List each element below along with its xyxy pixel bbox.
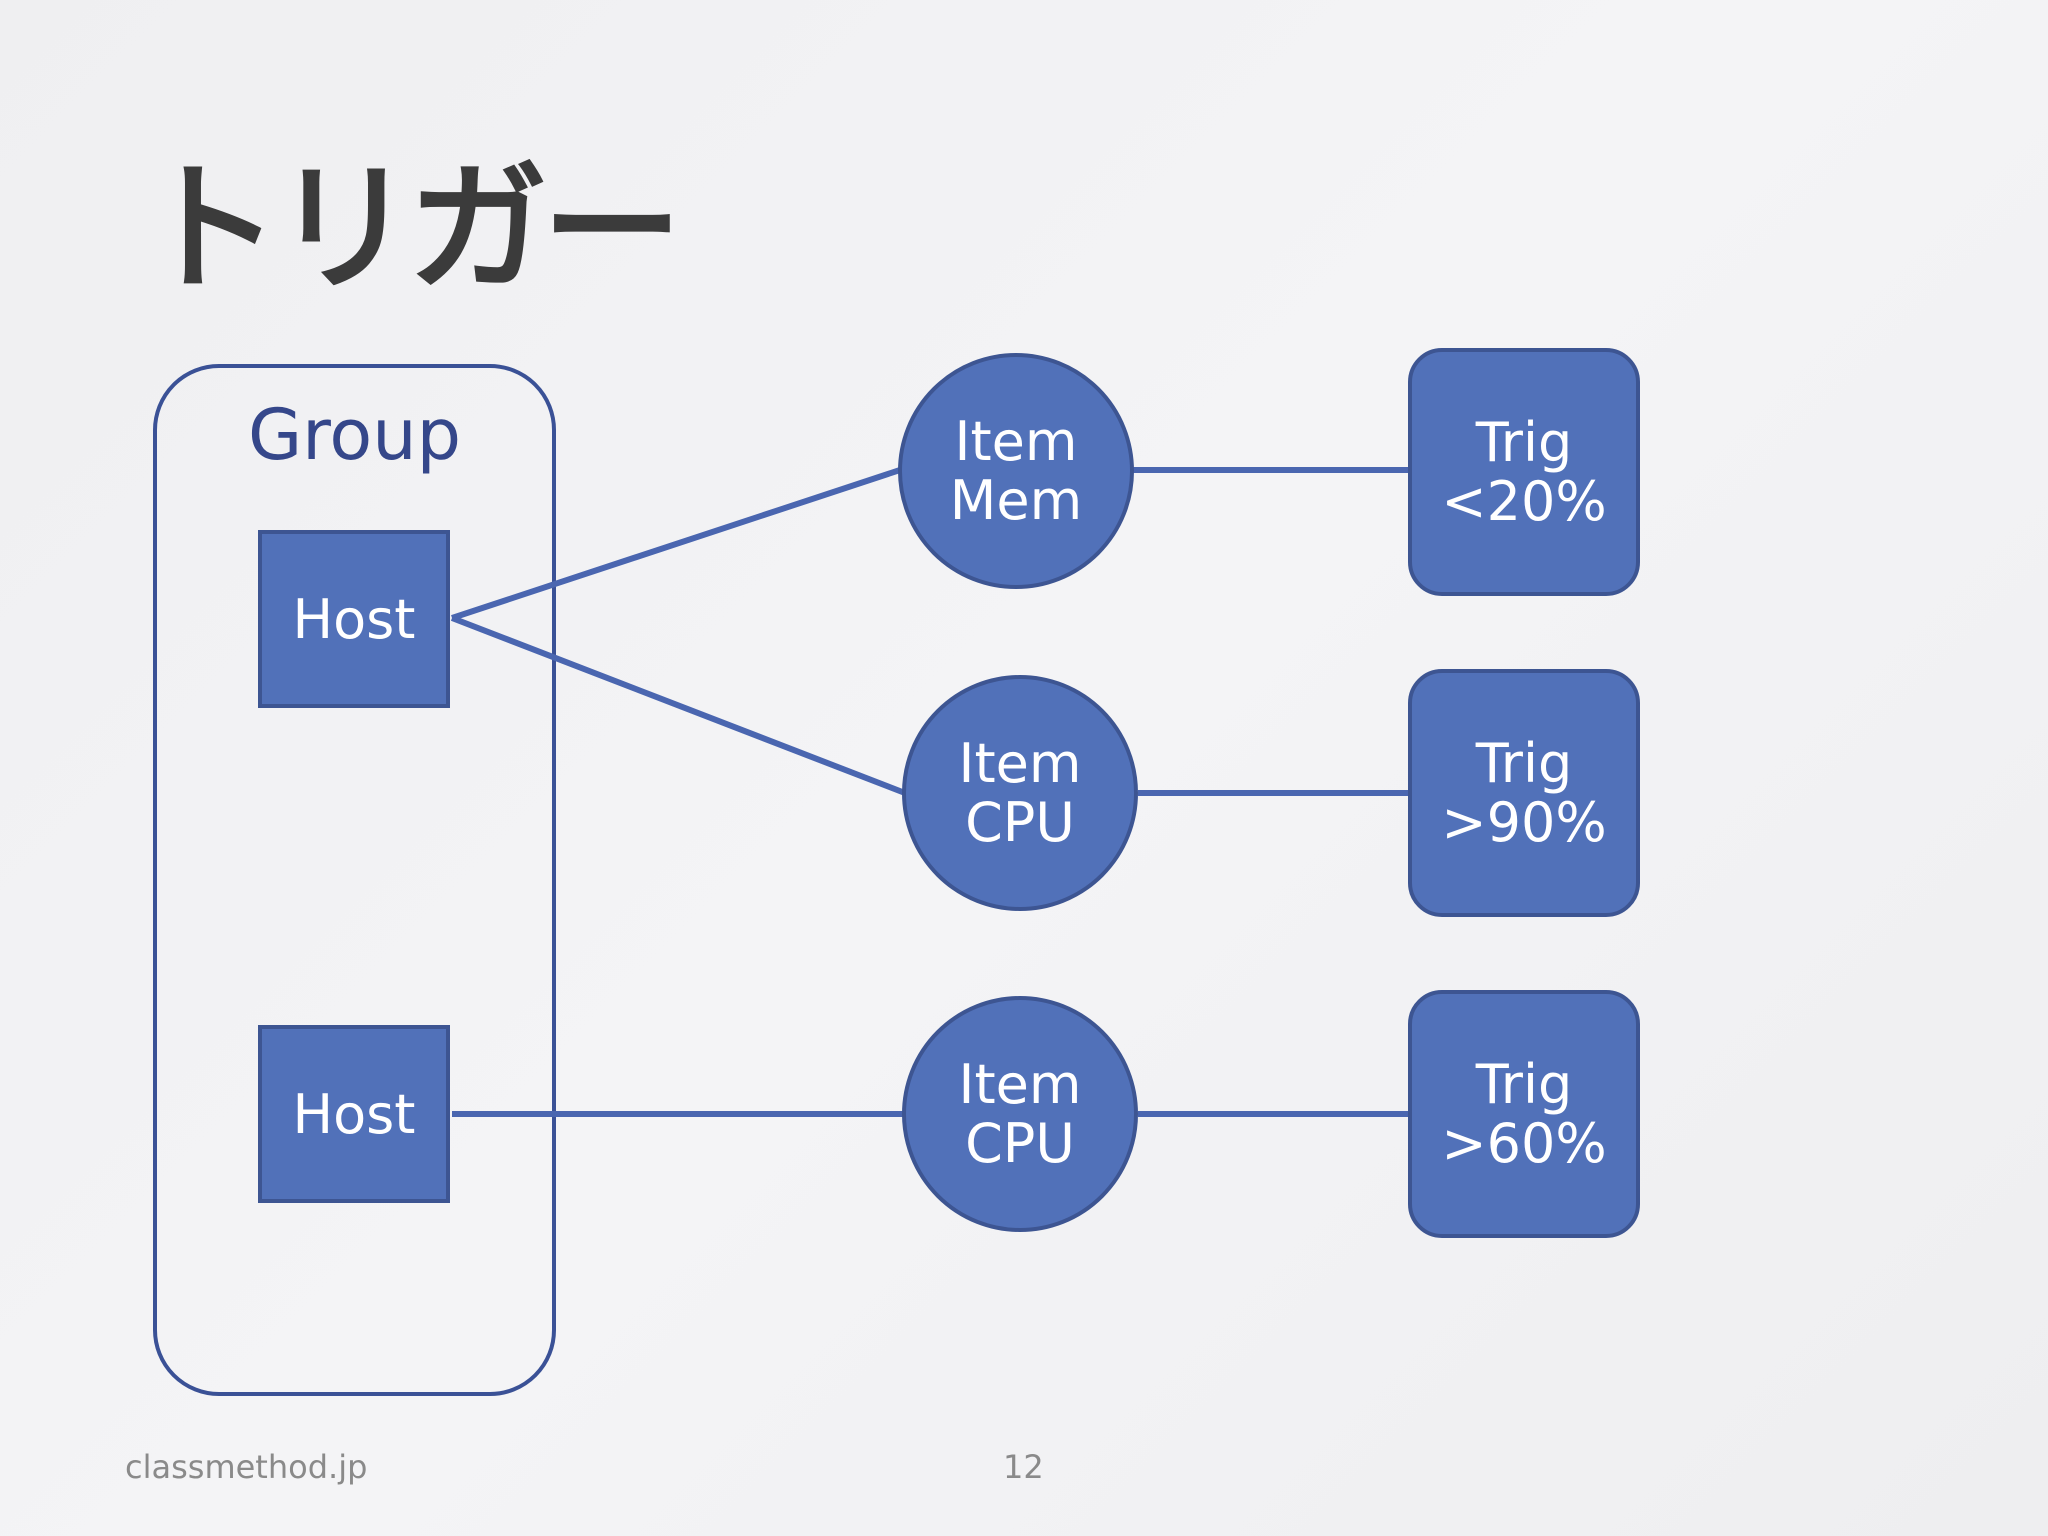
footer-site: classmethod.jp — [125, 1448, 368, 1486]
connector-host1-item-cpu — [450, 615, 907, 796]
item-label-line2: Mem — [949, 469, 1083, 532]
trigger-label-line2: >60% — [1441, 1112, 1607, 1175]
item-label-line1: Item — [954, 409, 1078, 473]
item-label-line1: Item — [958, 731, 1082, 795]
item-label-line1: Item — [958, 1052, 1082, 1116]
trigger-label-line1: Trig — [1475, 731, 1573, 795]
page-number: 12 — [1003, 1448, 1044, 1486]
slide-title: トリガー — [140, 148, 682, 311]
group-container — [153, 364, 556, 1396]
trigger-label-line2: >90% — [1441, 791, 1607, 854]
trigger-label-line2: <20% — [1441, 470, 1607, 533]
host-node: Host — [258, 530, 450, 708]
connector-host1-item-mem — [451, 467, 901, 621]
trigger-label-line1: Trig — [1475, 1052, 1573, 1116]
host-label: Host — [292, 1082, 416, 1146]
group-label: Group — [247, 394, 462, 476]
trigger-node: Trig >90% — [1408, 669, 1640, 917]
trigger-label-line1: Trig — [1475, 410, 1573, 474]
item-label-line2: CPU — [965, 791, 1075, 854]
item-label-line2: CPU — [965, 1112, 1075, 1175]
host-label: Host — [292, 587, 416, 651]
trigger-node: Trig <20% — [1408, 348, 1640, 596]
trigger-node: Trig >60% — [1408, 990, 1640, 1238]
item-node-mem: Item Mem — [898, 353, 1134, 589]
host-node: Host — [258, 1025, 450, 1203]
item-node-cpu: Item CPU — [902, 675, 1138, 911]
item-node-cpu: Item CPU — [902, 996, 1138, 1232]
